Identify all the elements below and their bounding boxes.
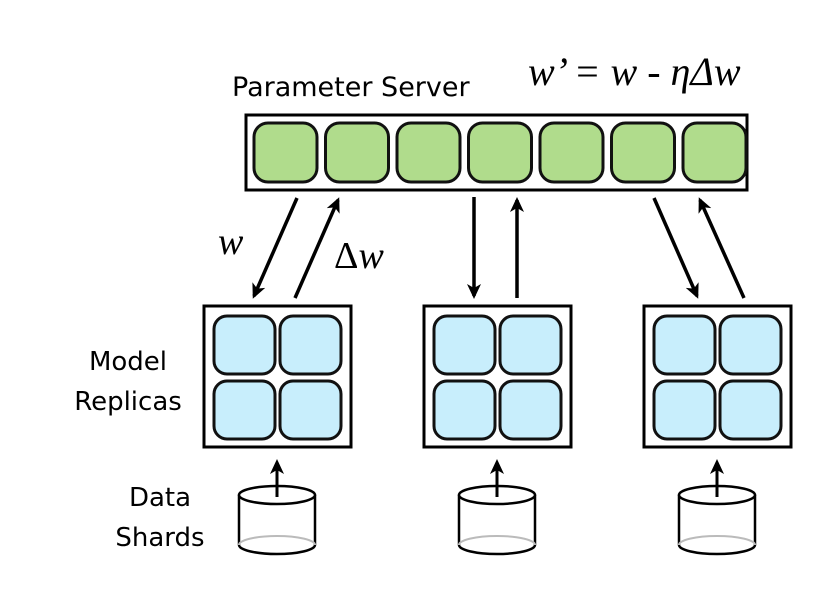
parameter-server-label: Parameter Server xyxy=(232,72,470,103)
arrows xyxy=(252,197,746,299)
data-shards-label-line2: Shards xyxy=(115,523,204,553)
model-partition-cell xyxy=(498,379,563,441)
model-replicas-label-line2: Replicas xyxy=(74,387,182,417)
model-replicas xyxy=(202,304,793,449)
model-partition-cell xyxy=(498,314,563,376)
cylinder-body xyxy=(677,495,757,556)
model-partition-cell xyxy=(278,314,343,376)
cylinder-body xyxy=(457,495,537,556)
delta-w-arrow-label: Δw xyxy=(334,235,384,277)
parameter-shard-cell xyxy=(610,121,676,184)
cylinder-bottom-back xyxy=(678,535,756,546)
model-replica xyxy=(642,304,793,449)
data-shard xyxy=(237,459,317,556)
parameter-shard-cell xyxy=(538,121,605,184)
delta-w-up-arrow-1 xyxy=(293,197,340,299)
model-replica xyxy=(422,304,573,449)
model-partition-cell xyxy=(432,314,497,376)
parameter-shard-cell xyxy=(324,121,390,184)
parameter-shard-cell xyxy=(252,121,319,184)
cylinder-bottom-back xyxy=(458,535,536,546)
model-replicas-label-line1: Model xyxy=(89,347,167,377)
w-arrow-label: w xyxy=(218,221,244,263)
model-partition-cell xyxy=(718,379,783,441)
data-shards xyxy=(237,459,757,556)
cylinder-bottom-back xyxy=(238,535,316,546)
w-down-arrow-3 xyxy=(652,197,699,299)
parameter-server xyxy=(244,113,749,192)
parameter-shard-cell xyxy=(467,121,533,184)
parameter-shard-cell xyxy=(395,121,462,184)
data-shard xyxy=(677,459,757,556)
data-shards-label-line1: Data xyxy=(129,483,191,513)
model-partition-cell xyxy=(718,314,783,376)
model-partition-cell xyxy=(432,379,497,441)
delta-w-up-arrow-3 xyxy=(698,197,746,299)
model-partition-cell xyxy=(652,314,717,376)
w-down-arrow-1 xyxy=(252,197,299,299)
update-rule-formula: w’ = w - ηΔw xyxy=(528,49,741,94)
model-partition-cell xyxy=(652,379,717,441)
parameter-shard-cell xyxy=(681,121,748,184)
model-partition-cell xyxy=(212,314,277,376)
data-shard xyxy=(457,459,537,556)
model-replica xyxy=(202,304,353,449)
model-partition-cell xyxy=(212,379,277,441)
parameter-shard-cells xyxy=(252,121,748,184)
cylinder-body xyxy=(237,495,317,556)
model-partition-cell xyxy=(278,379,343,441)
